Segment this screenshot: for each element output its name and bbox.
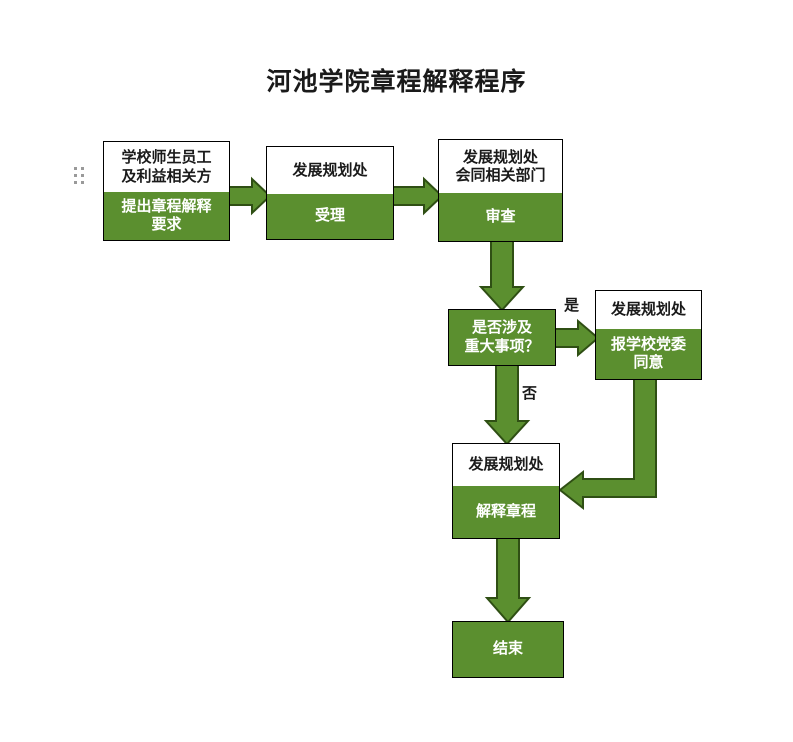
arrow-review-to-decision — [478, 240, 526, 312]
node-review-header: 发展规划处 会同相关部门 — [439, 140, 562, 193]
arrow-accept-to-review — [392, 176, 444, 216]
arrow-party-approval-to-interpret — [558, 378, 657, 511]
node-request[interactable]: 学校师生员工 及利益相关方 提出章程解释 要求 — [103, 141, 230, 241]
node-decision-body-line2: 重大事项？ — [464, 338, 540, 355]
drag-dot — [81, 174, 84, 177]
drag-dot — [74, 174, 77, 177]
node-interpret[interactable]: 发展规划处 解释章程 — [452, 443, 560, 539]
node-request-header-line2: 及利益相关方 — [121, 168, 212, 185]
node-party-approval-header: 发展规划处 — [596, 291, 701, 329]
arrow-request-to-accept — [228, 176, 272, 216]
node-decision-body-line1: 是否涉及 — [471, 320, 532, 337]
node-party-approval-body: 报学校党委 同意 — [596, 329, 701, 379]
node-end-body: 结束 — [453, 622, 563, 677]
drag-dot — [74, 167, 77, 170]
arrow-interpret-to-end — [484, 537, 532, 624]
node-accept-body: 受理 — [267, 194, 393, 239]
node-review-body: 审查 — [439, 193, 562, 241]
node-accept-header: 发展规划处 — [267, 147, 393, 194]
node-interpret-body: 解释章程 — [453, 486, 559, 538]
node-accept[interactable]: 发展规划处 受理 — [266, 146, 394, 240]
node-request-header-line1: 学校师生员工 — [121, 150, 212, 167]
node-request-body-line2: 要求 — [151, 217, 182, 233]
arrow-decision-to-interpret — [483, 364, 531, 446]
drag-dot — [81, 181, 84, 184]
node-party-approval[interactable]: 发展规划处 报学校党委 同意 — [595, 290, 702, 380]
edge-label-no: 否 — [522, 386, 538, 402]
node-request-body: 提出章程解释 要求 — [104, 192, 229, 240]
node-party-approval-body-line2: 同意 — [633, 355, 664, 371]
node-review-header-line1: 发展规划处 — [462, 149, 538, 166]
node-end[interactable]: 结束 — [452, 621, 564, 678]
node-decision-body: 是否涉及 重大事项？ — [449, 310, 555, 365]
node-review[interactable]: 发展规划处 会同相关部门 审查 — [438, 139, 563, 242]
node-review-header-line2: 会同相关部门 — [455, 168, 546, 184]
node-party-approval-body-line1: 报学校党委 — [610, 336, 686, 353]
node-request-header: 学校师生员工 及利益相关方 — [104, 142, 229, 192]
node-request-body-line1: 提出章程解释 — [121, 198, 212, 215]
drag-dot — [81, 167, 84, 170]
arrow-decision-to-party-approval — [554, 318, 600, 358]
node-decision[interactable]: 是否涉及 重大事项？ — [448, 309, 556, 366]
page-title: 河池学院章程解释程序 — [266, 69, 527, 96]
drag-dots-icon[interactable] — [74, 167, 85, 185]
drag-dot — [74, 181, 77, 184]
edge-label-yes: 是 — [564, 298, 580, 314]
node-interpret-header: 发展规划处 — [453, 444, 559, 486]
